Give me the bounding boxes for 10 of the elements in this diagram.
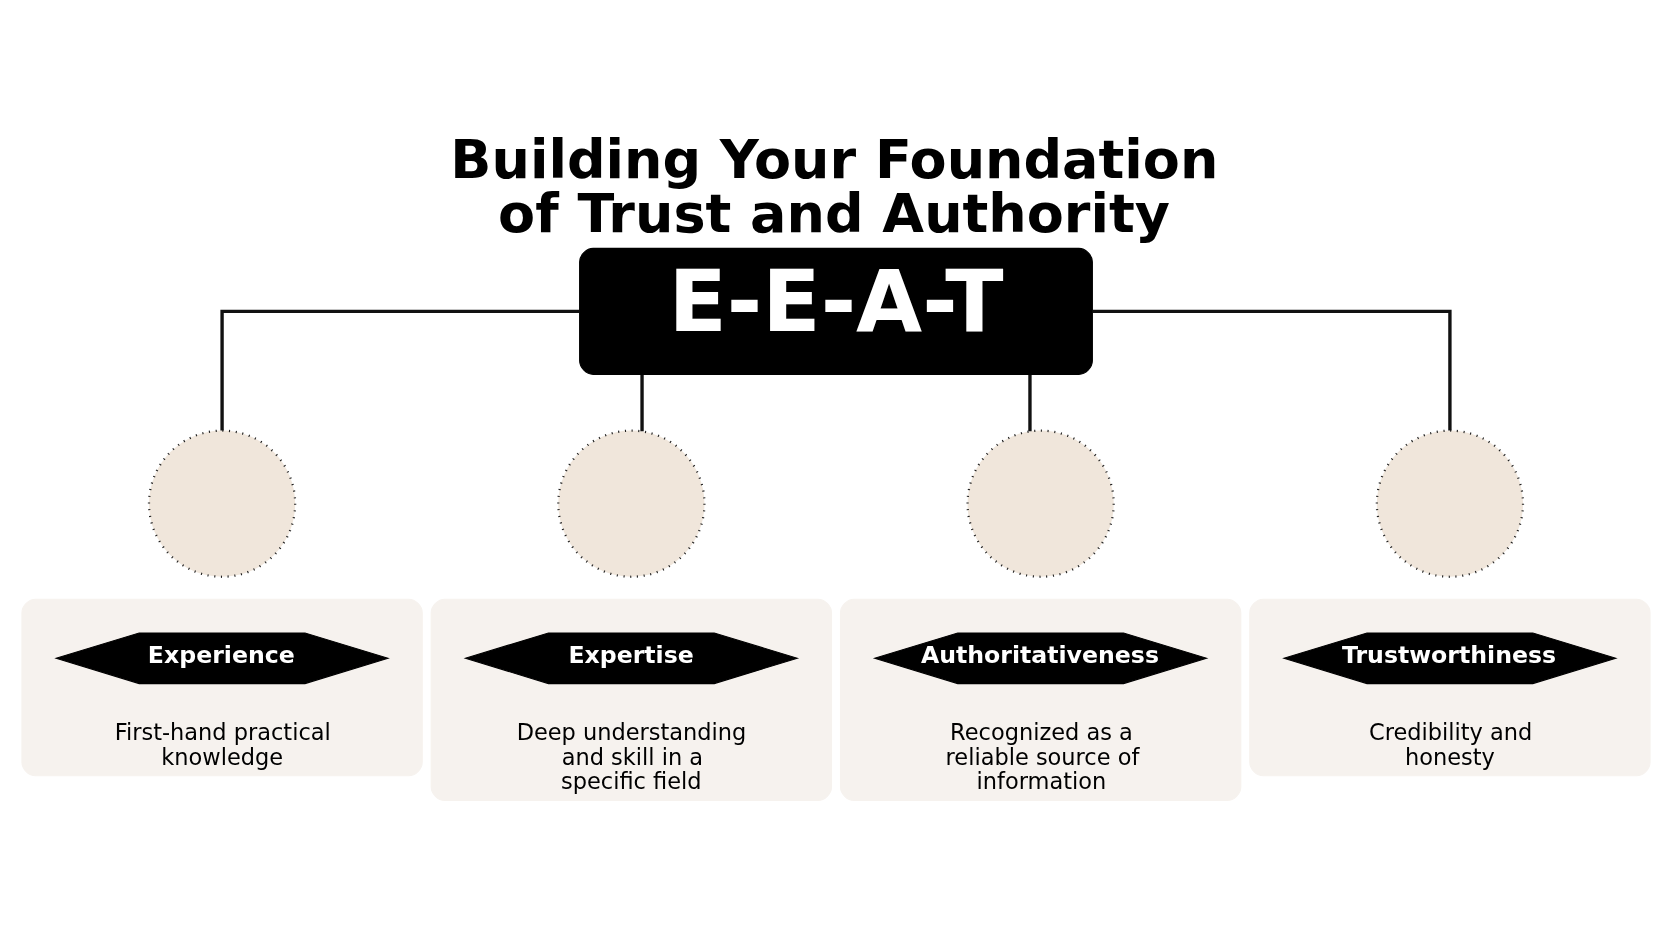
connector	[220, 309, 580, 431]
node-circle	[557, 429, 706, 578]
diagram-title: Building Your Foundation of Trust and Authority	[450, 128, 1219, 246]
connector	[640, 374, 644, 432]
connector	[1028, 374, 1032, 432]
node-circle	[147, 429, 297, 578]
node-box: E-E-A-T	[579, 247, 1093, 375]
node-circle	[966, 429, 1115, 578]
node-circle	[1375, 429, 1525, 578]
connector	[1092, 309, 1452, 431]
